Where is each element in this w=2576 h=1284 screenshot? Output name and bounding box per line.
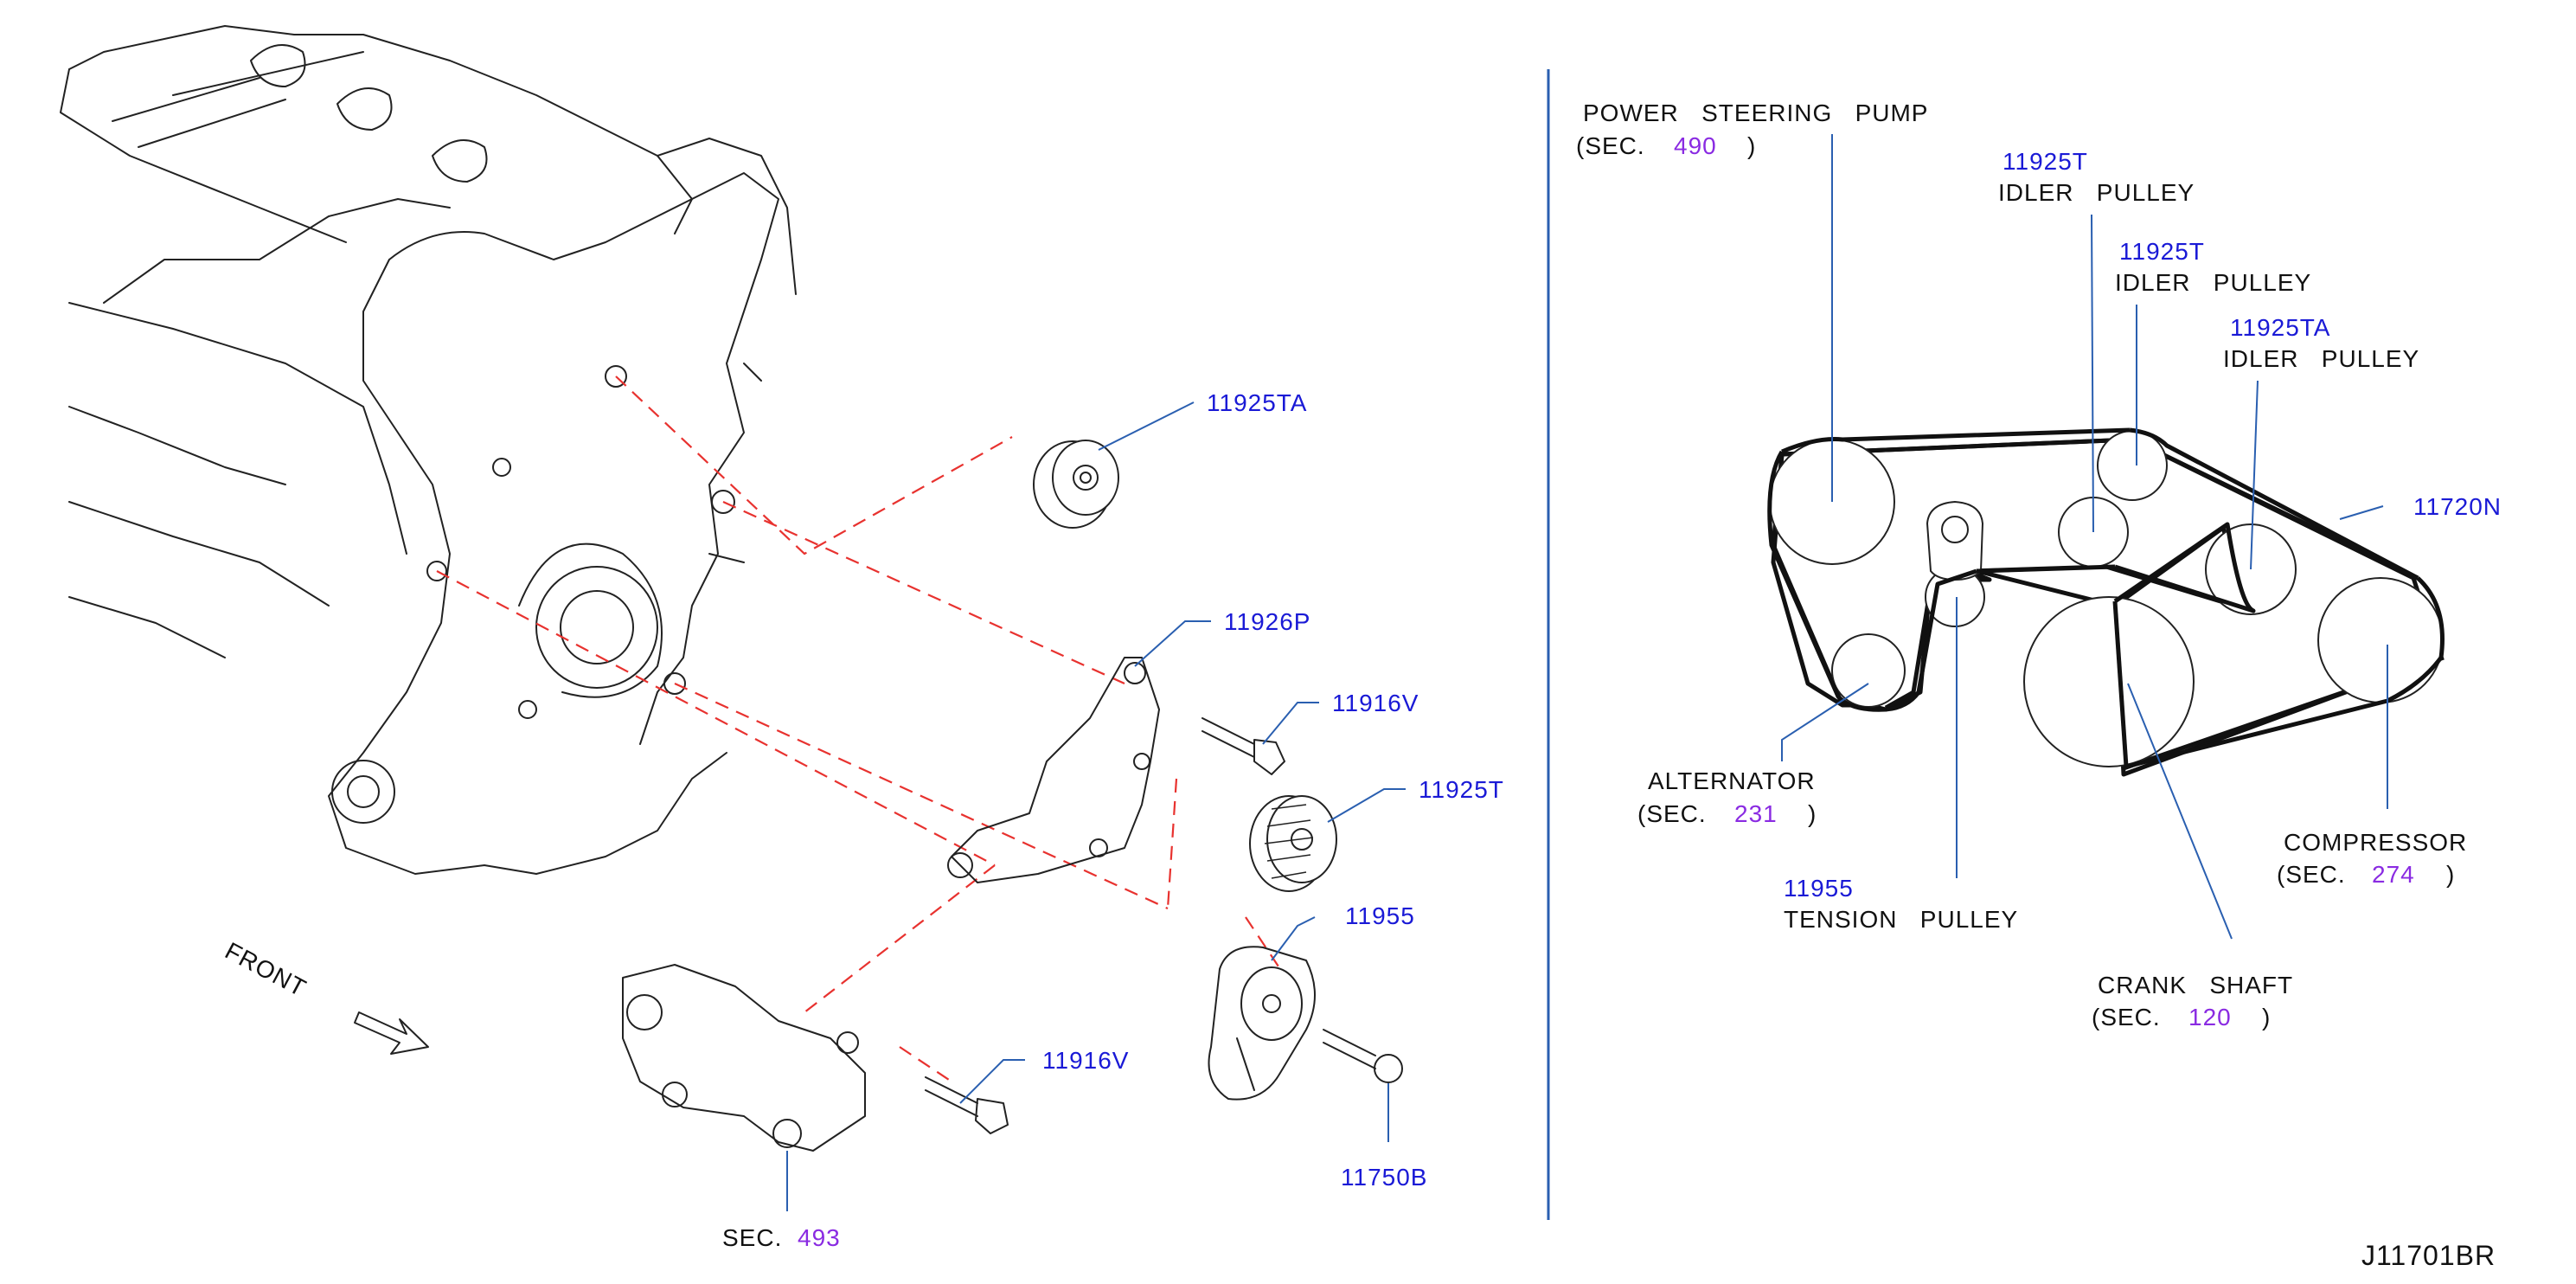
- bolt-11750b-part: [1323, 1029, 1403, 1083]
- idler-pulley-2-name: IDLER PULLEY: [2115, 269, 2311, 296]
- bolt-11916v-lower-part: [925, 1076, 1009, 1134]
- idler-pulley-1-part-number: 11925T: [2002, 148, 2088, 175]
- part-11926p-label: 11926P: [1224, 608, 1310, 635]
- part-11916v-upper-label: 11916V: [1332, 690, 1419, 716]
- bracket-11926p-part: [947, 657, 1160, 883]
- crank-shaft-pulley: [2023, 596, 2195, 767]
- crank-shaft-sec-open: (SEC.: [2092, 1004, 2161, 1030]
- idler-pulley-3-name: IDLER PULLEY: [2223, 345, 2419, 372]
- compressor-sec-open: (SEC.: [2277, 861, 2346, 888]
- tensioner-arm: [1926, 500, 1984, 581]
- idler-pulley-1-name: IDLER PULLEY: [1998, 179, 2195, 206]
- idler-pulley-3-part-number: 11925TA: [2230, 314, 2330, 341]
- part-11955-label: 11955: [1345, 902, 1415, 929]
- crank-shaft-name: CRANK SHAFT: [2098, 972, 2293, 998]
- bolt-11916v-upper-part: [1201, 717, 1285, 775]
- front-label: FRONT: [221, 937, 311, 1002]
- compressor-sec-number: 274: [2372, 861, 2415, 888]
- alternator-name: ALTERNATOR: [1648, 767, 1816, 794]
- alternator-pulley: [1831, 633, 1906, 708]
- tension-pulley-part-number: 11955: [1784, 875, 1854, 902]
- part-11750b-label: 11750B: [1341, 1164, 1427, 1191]
- power-steering-pump-name: POWER STEERING PUMP: [1583, 100, 1928, 126]
- belt-routing-diagram: [1769, 430, 2445, 777]
- power-steering-sec-number: 490: [1674, 132, 1717, 159]
- crank-shaft-sec-number: 120: [2188, 1004, 2232, 1030]
- front-arrow-icon: [354, 1011, 429, 1055]
- belt-outline: [1767, 427, 2445, 769]
- alternator-sec-close: ): [1808, 800, 1817, 827]
- alternator-sec-number: 231: [1734, 800, 1778, 827]
- part-11916v-lower-label: 11916V: [1042, 1047, 1129, 1074]
- idler-pulley-11925t-part: [1249, 795, 1337, 892]
- idler-pulley-11925ta-part: [1033, 440, 1119, 529]
- engine-block-drawing: [60, 25, 797, 875]
- part-11925ta-label: 11925TA: [1207, 389, 1307, 416]
- diagram-code: J11701BR: [2361, 1240, 2496, 1271]
- idler-pulley-2-part-number: 11925T: [2119, 238, 2205, 265]
- part-11925t-label: 11925T: [1419, 776, 1504, 803]
- tensioner-11955-part: [1208, 946, 1316, 1101]
- alternator-sec-open: (SEC.: [1637, 800, 1707, 827]
- idler-pulley-2: [2097, 430, 2168, 501]
- assembly-dashed-lines: [436, 376, 1298, 1082]
- right-leader-lines: [1781, 134, 2388, 940]
- tension-pulley-name: TENSION PULLEY: [1784, 906, 2018, 933]
- belt-part-number: 11720N: [2413, 493, 2502, 520]
- sec-493-prefix: SEC.: [722, 1224, 782, 1251]
- compressor-pulley: [2317, 577, 2444, 703]
- compressor-sec-close: ): [2446, 861, 2455, 888]
- sec-493-number: 493: [798, 1224, 841, 1251]
- compressor-name: COMPRESSOR: [2284, 829, 2467, 856]
- crank-shaft-sec-close: ): [2262, 1004, 2271, 1030]
- power-steering-sec-close: ): [1747, 132, 1756, 159]
- bracket-sec-493-part: [622, 964, 866, 1152]
- left-leader-lines: [786, 401, 1406, 1211]
- power-steering-sec-open: (SEC.: [1576, 132, 1645, 159]
